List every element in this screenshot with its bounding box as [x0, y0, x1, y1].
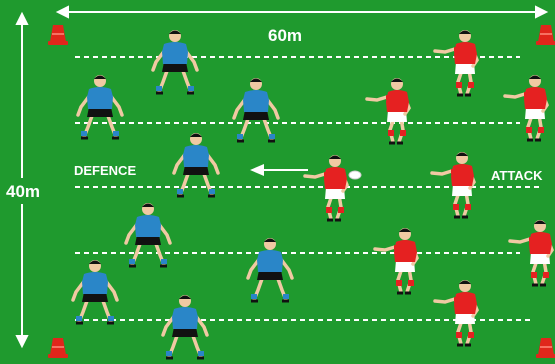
defender-player-icon	[151, 30, 199, 95]
attacker-player-icon	[433, 30, 479, 97]
arrowhead-right-icon	[535, 5, 549, 19]
width-dimension	[55, 5, 549, 19]
attacker-player-icon	[508, 220, 554, 287]
attack-label: ATTACK	[491, 168, 543, 183]
rugby-ball-icon	[348, 170, 362, 180]
defence-label: DEFENCE	[74, 163, 136, 178]
arrowhead-up-icon	[15, 11, 29, 25]
width-label: 60m	[268, 26, 302, 45]
cone-icon	[536, 25, 555, 45]
height-dimension	[15, 11, 29, 349]
defence-team	[71, 30, 294, 360]
defender-player-icon	[172, 133, 220, 198]
attacker-player-icon	[365, 78, 411, 145]
attacker-player-icon	[433, 280, 479, 347]
defender-player-icon	[161, 295, 209, 360]
defender-player-icon	[76, 75, 124, 140]
attacker-player-icon	[503, 75, 549, 142]
defender-player-icon	[71, 260, 119, 325]
cone-icon	[536, 338, 555, 358]
attacker-player-icon	[373, 228, 419, 295]
defender-player-icon	[124, 203, 172, 268]
height-label: 40m	[6, 182, 40, 201]
cone-icon	[48, 25, 68, 45]
cones	[48, 25, 555, 358]
attack-team	[303, 30, 554, 347]
attacker-player-icon	[430, 152, 476, 219]
arrowhead-down-icon	[15, 335, 29, 349]
arrowhead-left-icon	[55, 5, 69, 19]
defender-player-icon	[232, 78, 280, 143]
defender-player-icon	[246, 238, 294, 303]
arrow-left-icon	[250, 164, 308, 176]
attacker-player-icon	[303, 155, 362, 222]
cone-icon	[48, 338, 68, 358]
